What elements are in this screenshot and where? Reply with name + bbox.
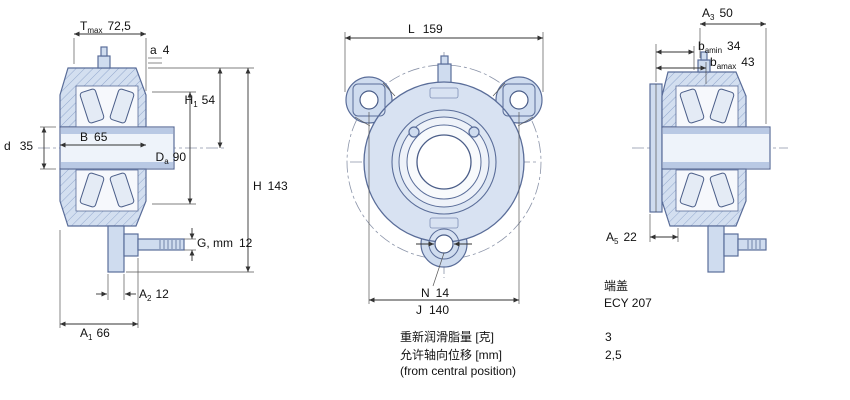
roller-bottom-left	[79, 172, 105, 208]
grease-nipple-right	[700, 51, 708, 61]
brand-badge-top	[429, 87, 459, 99]
grease-nipple	[100, 46, 108, 57]
axial-displacement-note: (from central position)	[400, 364, 516, 378]
regrease-value: 3	[605, 330, 612, 344]
bolt-threads	[159, 240, 181, 249]
grease-fitting-right	[697, 59, 711, 73]
grease-fitting-front	[437, 63, 452, 85]
roller-bottom-right	[109, 172, 135, 208]
set-screw-right	[468, 126, 480, 138]
end-cap-label: 端盖	[604, 279, 628, 293]
axial-displacement-value: 2,5	[605, 348, 622, 362]
axial-displacement-label: 允许轴向位移 [mm]	[400, 347, 502, 362]
notes-block: 重新润滑脂量 [克] 3 允许轴向位移 [mm] 2,5 (from centr…	[400, 329, 622, 378]
flange-plate-right	[707, 225, 725, 273]
end-cap-designation: ECY 207	[604, 296, 652, 310]
regrease-label: 重新润滑脂量 [克]	[400, 329, 494, 344]
bolt-hole-bottom	[434, 234, 454, 254]
bolt-head	[123, 233, 139, 257]
shaft-bore-circle	[416, 134, 472, 190]
roller-top-left	[79, 88, 105, 124]
grease-nipple-front	[440, 55, 449, 65]
bolt-hole-right	[509, 90, 529, 110]
bolt-shank	[137, 238, 185, 251]
set-screw-left	[408, 126, 420, 138]
roller-top-right	[109, 88, 135, 124]
bolt-head-right	[723, 233, 739, 257]
bolt-hole-left	[359, 90, 379, 110]
flange-plate	[107, 225, 125, 273]
grease-fitting	[97, 55, 111, 69]
bolt-threads-right	[747, 240, 761, 249]
brand-badge-bottom	[429, 217, 459, 229]
